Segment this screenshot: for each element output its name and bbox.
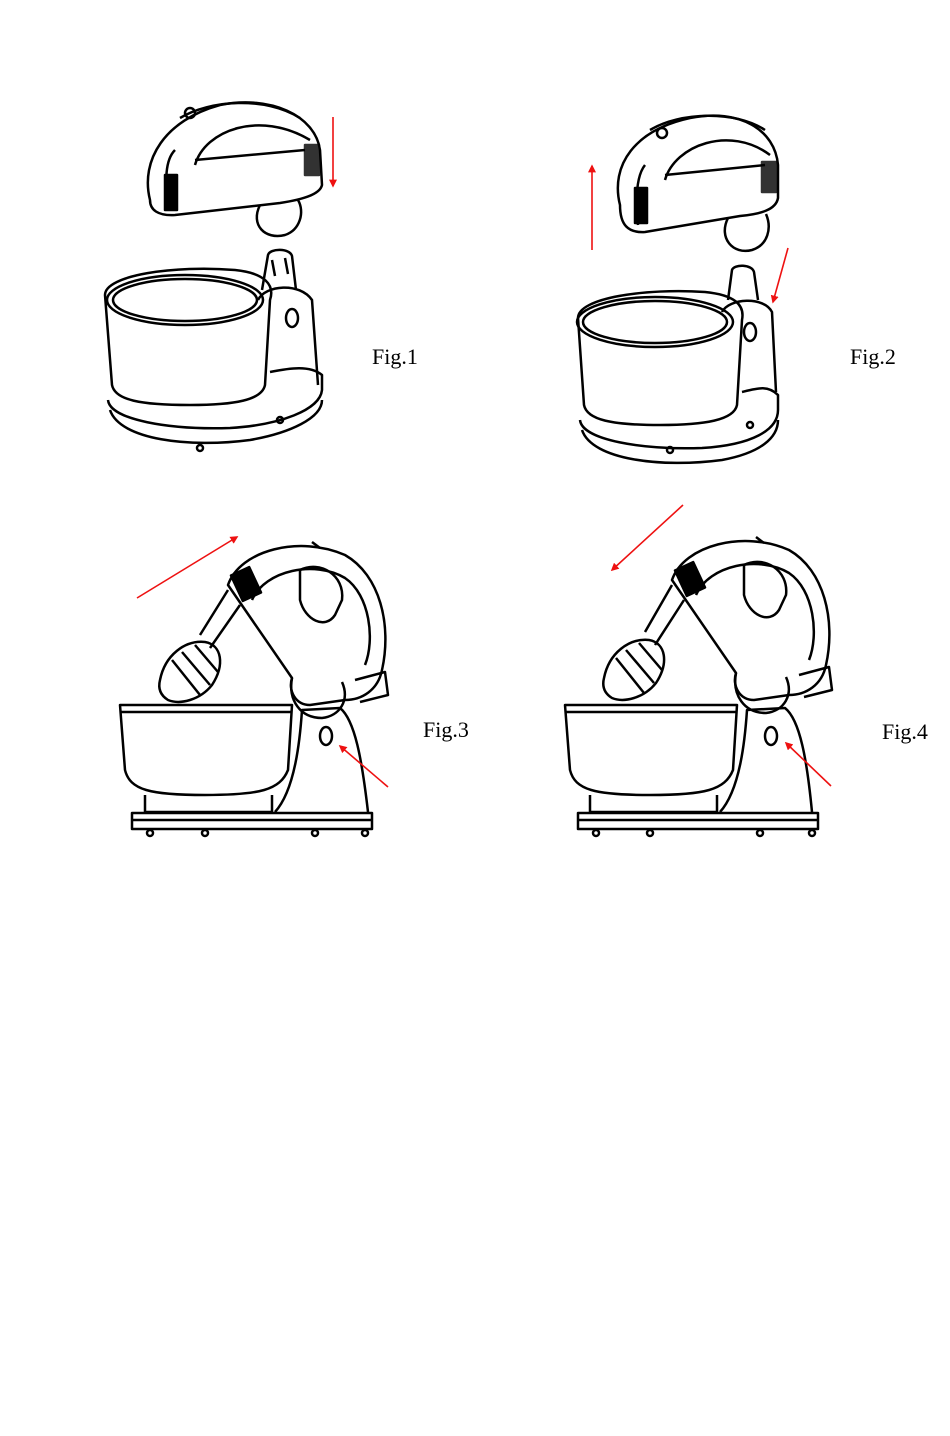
fig3-drawing: [120, 542, 388, 836]
fig4-bowl: [565, 705, 737, 812]
fig1-stand: [105, 250, 322, 451]
fig2-arrow-release: [773, 248, 788, 302]
fig3-arrow-tilt: [137, 537, 237, 598]
fig4-drawing: [565, 537, 832, 836]
fig1-hand-mixer: [148, 102, 322, 236]
fig2-hand-mixer: [618, 116, 778, 251]
fig1-label: Fig.1: [372, 346, 418, 368]
fig2-label: Fig.2: [850, 346, 896, 368]
fig3-base: [132, 813, 372, 836]
fig4-base: [578, 813, 818, 836]
fig1-drawing: [105, 102, 322, 451]
fig3-label: Fig.3: [423, 719, 469, 741]
fig2-stand: [577, 266, 778, 463]
fig3-bowl: [120, 705, 292, 812]
fig4-head: [603, 537, 832, 713]
fig2-drawing: [577, 116, 778, 463]
fig4-arrow-tilt: [612, 505, 683, 570]
fig4-label: Fig.4: [882, 721, 928, 743]
fig3-head: [159, 542, 388, 718]
